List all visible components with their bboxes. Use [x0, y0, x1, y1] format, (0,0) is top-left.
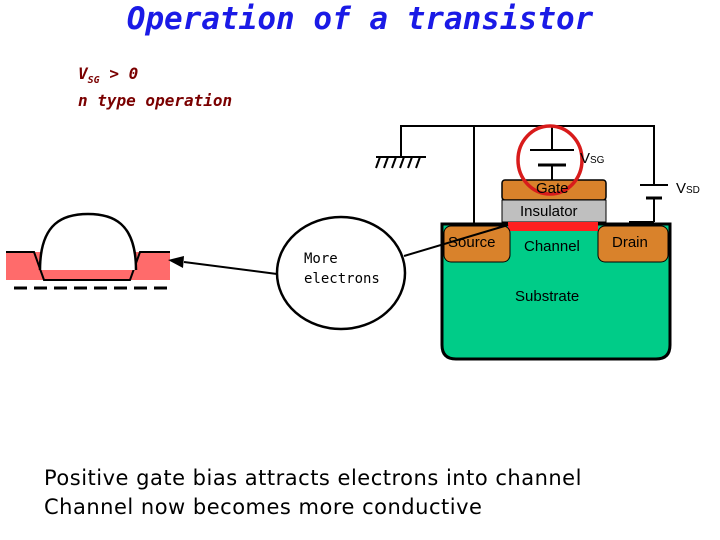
drain-label: Drain — [612, 234, 648, 251]
vsd-label: VSD — [676, 180, 700, 197]
drain-region — [597, 225, 669, 263]
vsg-letter: V — [78, 64, 88, 83]
vsd-label-sub: SD — [686, 185, 700, 196]
more-electrons-label: More electrons — [304, 249, 380, 289]
vsg-label-sub: SG — [590, 155, 605, 166]
substrate-label: Substrate — [515, 288, 580, 305]
insulator-label: Insulator — [520, 203, 578, 220]
more-electrons-line2: electrons — [304, 271, 380, 287]
bias-inequality: > 0 — [99, 64, 139, 83]
channel-label: Channel — [524, 238, 580, 255]
band-diagram — [6, 212, 170, 290]
ground-symbol — [375, 156, 426, 169]
slide-title: Operation of a transistor — [126, 1, 594, 37]
vsd-label-letter: V — [676, 180, 687, 197]
more-electrons-line1: More — [304, 251, 338, 267]
slide-caption: Positive gate bias attracts electrons in… — [44, 464, 582, 522]
caption-line-2: Channel now becomes more conductive — [44, 495, 483, 519]
bias-condition: VSG > 0 — [78, 64, 138, 86]
source-label: Source — [448, 234, 496, 251]
vsg-label-letter: V — [580, 150, 591, 167]
gate-label: Gate — [536, 180, 569, 197]
caption-line-1: Positive gate bias attracts electrons in… — [44, 466, 582, 490]
band-arrowhead — [168, 256, 184, 268]
channel-electron-layer — [508, 222, 598, 231]
vsg-label: VSG — [580, 150, 604, 167]
band-arrow-line — [183, 261, 278, 275]
vsg-subscript: SG — [87, 75, 100, 87]
band-edge — [6, 251, 170, 281]
operation-mode: n type operation — [78, 91, 233, 110]
callout-link-line — [403, 224, 509, 257]
circuit-wires — [400, 125, 655, 232]
gate-highlight-circle — [516, 124, 584, 196]
band-bump — [38, 212, 138, 271]
